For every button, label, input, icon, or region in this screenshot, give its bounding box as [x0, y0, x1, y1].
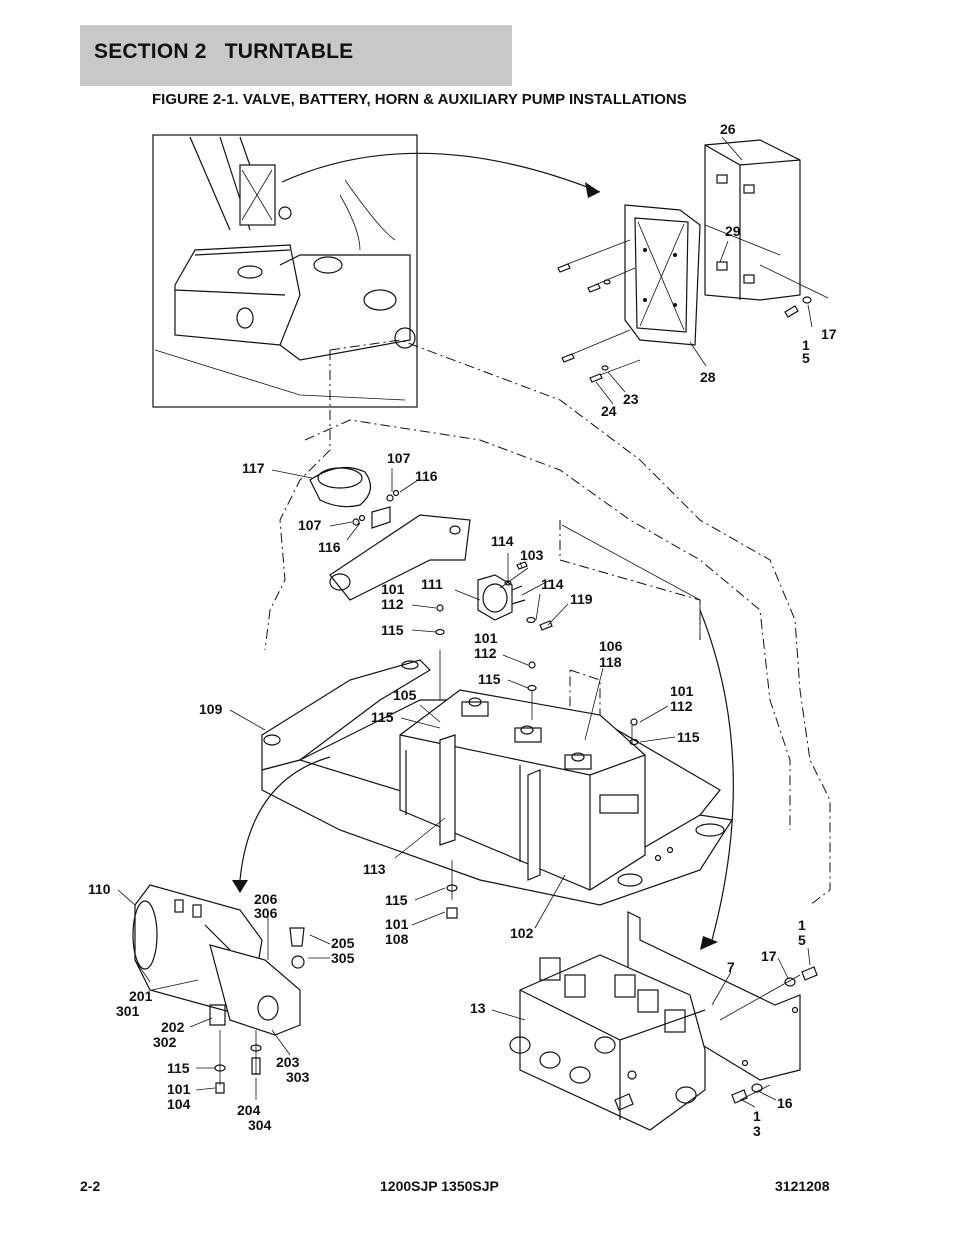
valve-enclosure	[557, 139, 829, 383]
horn	[309, 466, 371, 508]
callout-115: 115	[677, 729, 700, 745]
callout-112: 112	[381, 596, 404, 612]
callout-115: 115	[381, 622, 404, 638]
callout-101: 101	[670, 683, 694, 699]
callout-115: 115	[167, 1060, 190, 1076]
footer-page-number: 2-2	[80, 1178, 101, 1194]
callout-103: 103	[520, 547, 544, 563]
horn-bracket	[329, 514, 471, 601]
callout-117: 117	[242, 460, 265, 476]
footer-doc-number: 3121208	[775, 1178, 830, 1194]
callout-1: 1	[798, 917, 806, 933]
callout-304: 304	[248, 1117, 272, 1133]
callout-3: 3	[753, 1123, 761, 1139]
callout-23: 23	[623, 391, 639, 407]
arrow-inset-to-enclosure	[281, 152, 601, 193]
footer-model: 1200SJP 1350SJP	[380, 1178, 499, 1194]
arrow-to-pump	[239, 756, 331, 881]
callout-106: 106	[599, 638, 623, 654]
callout-26: 26	[720, 121, 736, 137]
callout-118: 118	[599, 654, 622, 670]
auxiliary-pump-motor	[132, 884, 305, 1094]
callout-112: 112	[474, 645, 497, 661]
callout-205: 205	[331, 935, 355, 951]
arrow-to-valve	[699, 609, 734, 941]
figure-title: FIGURE 2-1. VALVE, BATTERY, HORN & AUXIL…	[152, 91, 687, 108]
callout-107: 107	[387, 450, 411, 466]
callout-119: 119	[570, 591, 593, 607]
callout-101: 101	[474, 630, 498, 646]
mounting-plate	[624, 204, 701, 346]
callout-107: 107	[298, 517, 322, 533]
callout-104: 104	[167, 1096, 191, 1112]
callout-115: 115	[371, 709, 394, 725]
callout-101: 101	[385, 916, 409, 932]
callout-17: 17	[761, 948, 777, 964]
callout-labels: 26 29 17 1 5 28 23 24 117 107 116 107 11…	[88, 121, 837, 1139]
callout-114: 114	[541, 576, 564, 592]
callout-113: 113	[363, 861, 386, 877]
callout-7: 7	[727, 959, 735, 975]
solenoid	[477, 561, 553, 631]
callout-303: 303	[286, 1069, 310, 1085]
callout-17: 17	[821, 326, 837, 342]
callout-13: 13	[470, 1000, 486, 1016]
callout-1: 1	[802, 337, 810, 353]
callout-105: 105	[393, 687, 417, 703]
callout-115: 115	[478, 671, 501, 687]
callout-24: 24	[601, 403, 617, 419]
callout-305: 305	[331, 950, 355, 966]
callout-112: 112	[670, 698, 693, 714]
callout-29: 29	[725, 223, 741, 239]
leader-lines	[117, 136, 813, 1108]
callout-201: 201	[129, 988, 153, 1004]
callout-206: 206	[254, 891, 278, 907]
callout-114: 114	[491, 533, 514, 549]
callout-5: 5	[802, 350, 810, 366]
callout-302: 302	[153, 1034, 177, 1050]
callout-306: 306	[254, 905, 278, 921]
callout-16: 16	[777, 1095, 793, 1111]
horn-assembly	[309, 466, 471, 601]
callout-108: 108	[385, 931, 409, 947]
callout-109: 109	[199, 701, 223, 717]
callout-110: 110	[88, 881, 111, 897]
batteries	[399, 604, 646, 919]
hold-down-rod	[439, 734, 456, 846]
callout-5: 5	[798, 932, 806, 948]
callout-115: 115	[385, 892, 408, 908]
callout-101: 101	[381, 581, 405, 597]
section-title: SECTION 2 TURNTABLE	[94, 40, 354, 63]
callout-116: 116	[318, 539, 341, 555]
callout-1: 1	[753, 1108, 761, 1124]
callout-102: 102	[510, 925, 534, 941]
callout-204: 204	[237, 1102, 261, 1118]
callout-301: 301	[116, 1003, 140, 1019]
callout-116: 116	[415, 468, 438, 484]
callout-203: 203	[276, 1054, 300, 1070]
callout-101: 101	[167, 1081, 191, 1097]
callout-28: 28	[700, 369, 716, 385]
inset-view	[152, 134, 418, 408]
callout-202: 202	[161, 1019, 185, 1035]
callout-111: 111	[421, 576, 443, 592]
section-header-band	[80, 25, 512, 86]
main-valve	[509, 911, 818, 1131]
